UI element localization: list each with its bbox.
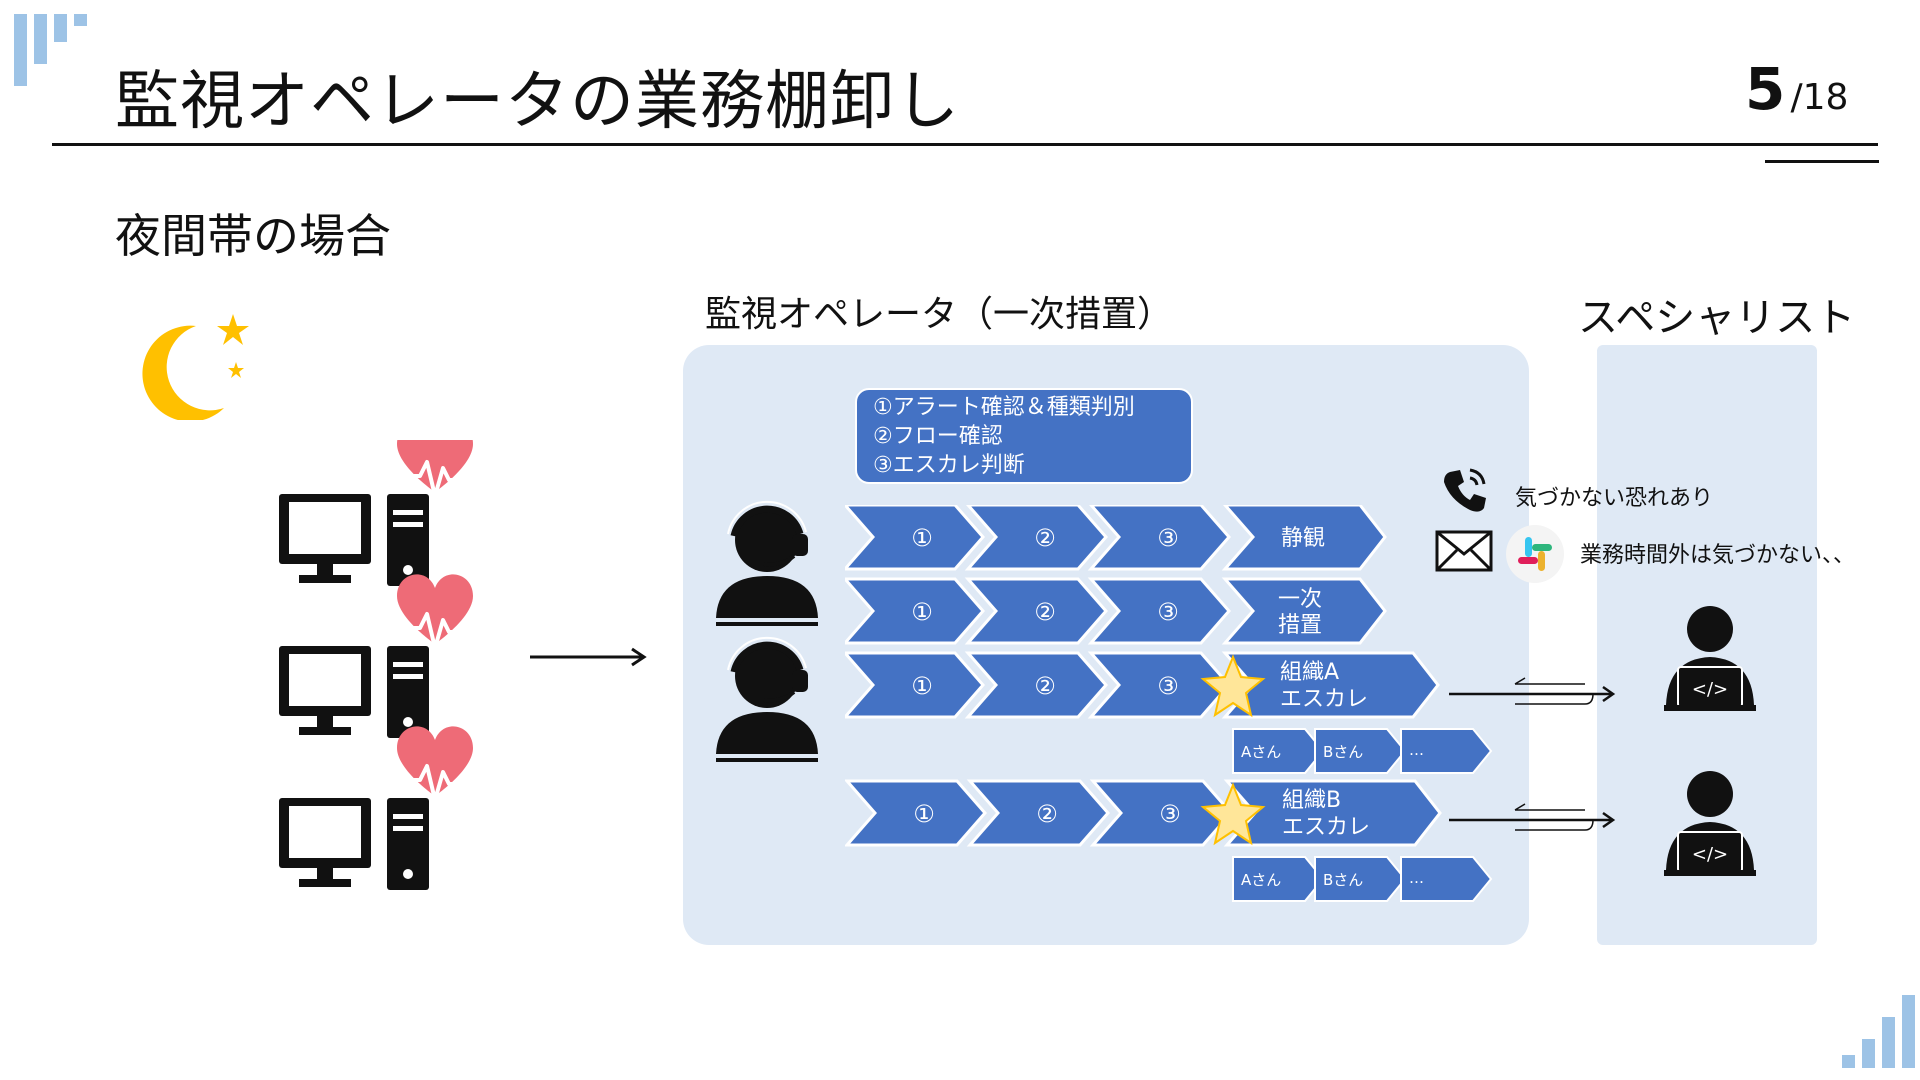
row4-outcome-line2: エスカレ — [1282, 815, 1370, 840]
row2-outcome-line1: 一次 — [1278, 587, 1322, 612]
mail-icon — [1435, 530, 1493, 572]
row3-outcome-line2: エスカレ — [1280, 687, 1368, 712]
developer-laptop-icon — [1663, 770, 1757, 877]
exchange-arrow-icon — [1449, 677, 1616, 705]
specialist-heading: スペシャリスト — [1578, 295, 1856, 341]
page-number: 5 /18 — [1745, 55, 1848, 123]
row2-step3: ③ — [1157, 598, 1179, 626]
row2-outcome-line2: 措置 — [1278, 613, 1322, 638]
row4-person-b: Bさん — [1323, 871, 1363, 889]
slide-title: 監視オペレータの業務棚卸し — [115, 65, 960, 139]
operator-headset-icon — [716, 500, 818, 626]
exchange-arrow-icon — [1449, 803, 1616, 831]
row1-step2: ② — [1034, 524, 1056, 552]
flow-row-3: ① ② ③ 組織A エスカレ Aさん Bさん … — [845, 651, 1493, 774]
row4-step3: ③ — [1159, 800, 1181, 828]
moon-stars-icon — [142, 314, 249, 420]
slack-note: 業務時間外は気づかない、、 — [1580, 543, 1856, 568]
row4-step1: ① — [913, 800, 935, 828]
developer-laptop-icon: </> — [1664, 606, 1756, 711]
step-1-text: ①アラート確認＆種類判別 — [873, 395, 1135, 420]
logo-mark — [14, 14, 89, 93]
operators-heading: 監視オペレータ（一次措置） — [705, 294, 1174, 335]
step-3-text: ③エスカレ判断 — [873, 453, 1025, 478]
row4-outcome-line1: 組織B — [1282, 788, 1341, 813]
page-total: /18 — [1790, 77, 1849, 118]
logo-bars-icon — [14, 14, 87, 86]
slack-icon — [1506, 525, 1564, 583]
title-divider — [52, 143, 1878, 146]
row4-person-more: … — [1409, 869, 1424, 887]
monitored-servers — [277, 440, 475, 892]
logo-bars-icon — [1842, 995, 1915, 1068]
escalation-flow: ① ② ③ 静観 ① ② ③ 一次 措置 ① ② ③ 組織A エスカレ Aさん … — [845, 505, 1493, 902]
row3-person-more: … — [1409, 741, 1424, 759]
heartbeat-icon — [397, 440, 473, 498]
row2-step1: ① — [911, 598, 933, 626]
row3-step2: ② — [1034, 672, 1056, 700]
flow-row-4: ① ② ③ 組織B エスカレ Aさん Bさん … — [845, 779, 1493, 902]
svg-text:</>: </> — [1692, 679, 1728, 700]
phone-note: 気づかない恐れあり — [1515, 486, 1714, 511]
row3-outcome-line1: 組織A — [1280, 660, 1339, 685]
page-current: 5 — [1745, 55, 1786, 123]
section-subtitle: 夜間帯の場合 — [115, 209, 391, 263]
row1-step1: ① — [911, 524, 933, 552]
row3-person-a: Aさん — [1241, 743, 1281, 761]
row4-step2: ② — [1036, 800, 1058, 828]
row2-step2: ② — [1034, 598, 1056, 626]
row3-step3: ③ — [1157, 672, 1179, 700]
row3-step1: ① — [911, 672, 933, 700]
flow-row-1: ① ② ③ 静観 — [845, 505, 1387, 571]
computer-icon — [279, 494, 429, 586]
flow-row-2: ① ② ③ 一次 措置 — [845, 577, 1387, 645]
row3-person-b: Bさん — [1323, 743, 1363, 761]
operators-group — [712, 500, 822, 770]
page-underline — [1765, 160, 1879, 163]
step-2-text: ②フロー確認 — [873, 424, 1003, 449]
row1-step3: ③ — [1157, 524, 1179, 552]
row4-person-a: Aさん — [1241, 871, 1281, 889]
phone-icon — [1444, 468, 1486, 512]
row1-outcome: 静観 — [1281, 526, 1325, 551]
arrow-right-icon — [530, 647, 647, 667]
steps-legend: ①アラート確認＆種類判別 ②フロー確認 ③エスカレ判断 — [855, 388, 1193, 484]
